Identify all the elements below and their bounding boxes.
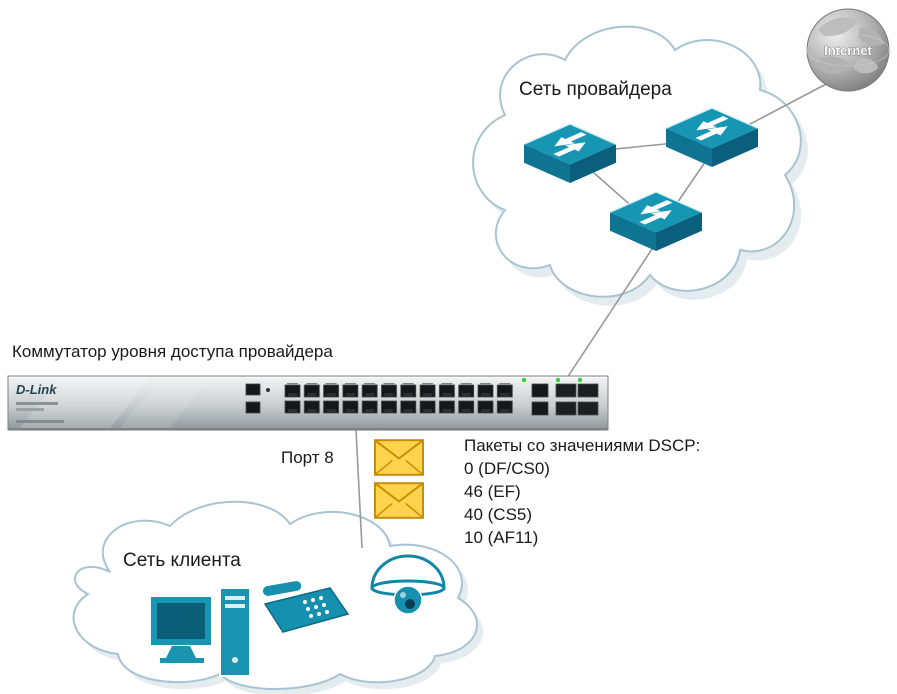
access-switch-title: Коммутатор уровня доступа провайдера xyxy=(12,342,333,361)
link-port8-client xyxy=(355,429,363,549)
client-cloud-label: Сеть клиента xyxy=(123,550,241,571)
desktop-computer-icon xyxy=(149,587,251,677)
device-sfp-slots xyxy=(555,383,599,416)
link-provider-access-switch xyxy=(562,245,655,385)
envelope-icon-2 xyxy=(374,482,424,519)
dscp-block: Пакеты со значениями DSCP: 0 (DF/CS0) 46… xyxy=(464,436,700,547)
dscp-title: Пакеты со значениями DSCP: xyxy=(464,436,700,455)
dscp-value-0: 0 (DF/CS0) xyxy=(464,459,550,478)
internet-globe-icon: Internet xyxy=(806,8,890,92)
device-mgmt-ports xyxy=(245,383,270,414)
provider-cloud xyxy=(472,25,802,298)
device-leds xyxy=(521,377,583,383)
port8-label: Порт 8 xyxy=(281,448,334,467)
dome-camera-icon xyxy=(370,554,446,615)
device-label-line xyxy=(16,408,44,411)
internet-label: Internet xyxy=(824,43,872,58)
dscp-value-3: 10 (AF11) xyxy=(464,528,538,547)
access-switch-device: D-Link xyxy=(7,375,609,431)
device-ports xyxy=(283,383,515,415)
device-model-line xyxy=(16,420,64,423)
provider-cloud-label: Сеть провайдера xyxy=(519,79,672,100)
ip-phone-icon xyxy=(261,579,350,633)
envelope-icon-1 xyxy=(374,439,424,476)
dscp-value-2: 40 (CS5) xyxy=(464,505,532,524)
device-uplink-ports xyxy=(531,383,549,416)
dscp-value-1: 46 (EF) xyxy=(464,482,521,501)
dlink-logo: D-Link xyxy=(16,382,57,397)
device-label-line xyxy=(16,402,58,405)
